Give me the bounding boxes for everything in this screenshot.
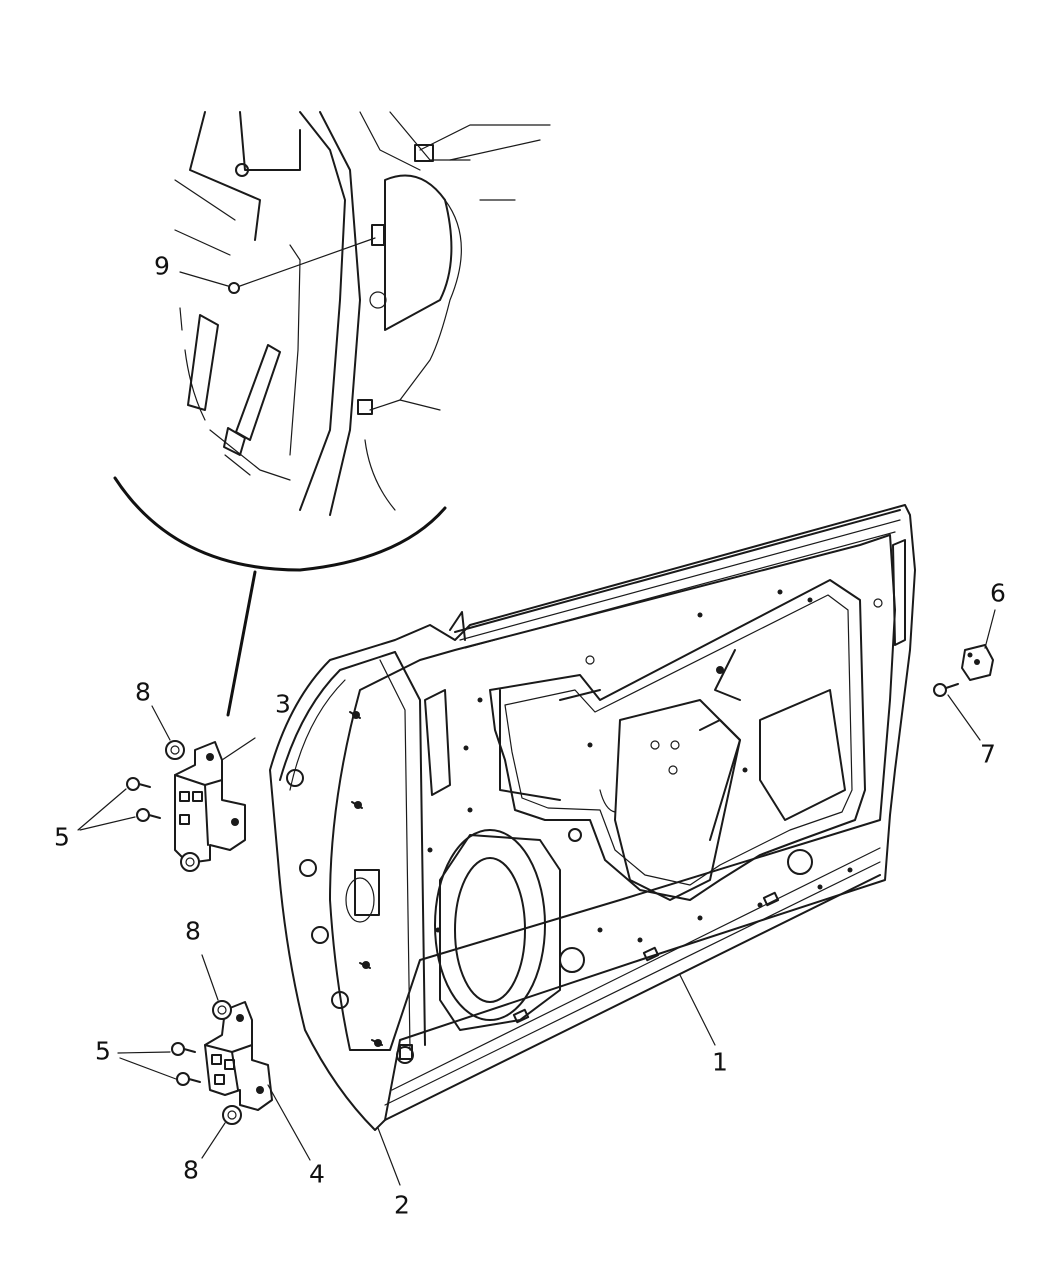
detail-inset <box>113 111 551 717</box>
callout-9-label: 9 <box>154 251 170 281</box>
inset-leader-line <box>226 570 257 717</box>
callout-1-label: 1 <box>712 1047 728 1077</box>
upper-hinge-icon <box>174 737 256 864</box>
callout-8-mid-label: 8 <box>185 916 201 946</box>
bolt-9-icon <box>179 237 376 294</box>
callout-8-bottom-label: 8 <box>183 1155 199 1185</box>
bolt-5-icons <box>77 777 201 1086</box>
screw-7-icon <box>933 683 981 741</box>
callout-7-label: 7 <box>980 739 996 769</box>
callout-6-label: 6 <box>990 578 1006 608</box>
callout-5-upper-label: 5 <box>54 822 70 852</box>
lower-hinge-icon <box>204 1001 311 1161</box>
callout-2-label: 2 <box>394 1190 410 1220</box>
door-shell <box>269 504 916 1186</box>
nut-8-icons <box>151 705 242 1159</box>
callout-3-label: 3 <box>275 689 291 719</box>
callout-4-label: 4 <box>309 1159 325 1189</box>
striker-6-icon <box>961 609 996 681</box>
callout-5-lower-label: 5 <box>95 1036 111 1066</box>
inset-boundary-arc <box>113 476 447 572</box>
callout-8-top-label: 8 <box>135 677 151 707</box>
